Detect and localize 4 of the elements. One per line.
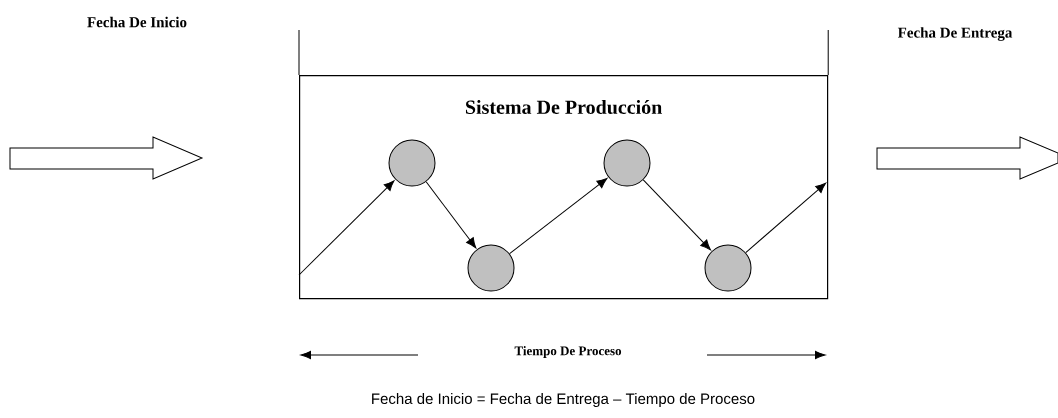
- label: Fecha De Inicio: [87, 16, 187, 28]
- label: Fecha de Inicio = Fecha de Entrega – Tiempo de Proceso: [372, 393, 755, 407]
- label: Tiempo De Proceso: [514, 346, 622, 358]
- label: Fecha De Entrega: [897, 27, 1013, 41]
